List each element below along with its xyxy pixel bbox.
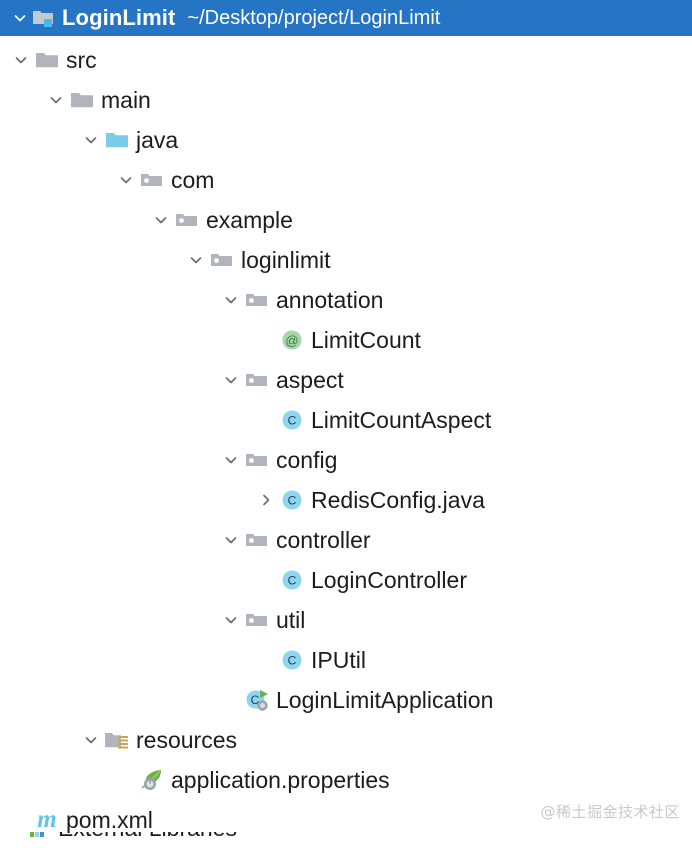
- chevron-down-icon[interactable]: [78, 720, 104, 760]
- java-class-icon: C: [279, 407, 305, 433]
- tree-row[interactable]: example: [0, 200, 692, 240]
- tree-row[interactable]: C RedisConfig.java: [0, 480, 692, 520]
- package-folder-icon: [174, 207, 200, 233]
- tree-row-label: LoginLimitApplication: [276, 686, 494, 713]
- twisty-placeholder: [253, 320, 279, 360]
- twisty-placeholder: [253, 400, 279, 440]
- maven-icon: m: [34, 807, 60, 833]
- spring-boot-main-class-icon: C: [244, 687, 270, 713]
- tree-row-label: aspect: [276, 366, 344, 393]
- twisty-placeholder: [253, 560, 279, 600]
- tree-row-label: IPUtil: [311, 646, 366, 673]
- tree-row[interactable]: loginlimit: [0, 240, 692, 280]
- tree-row[interactable]: @ LimitCount: [0, 320, 692, 360]
- tree-row-label: util: [276, 606, 306, 633]
- chevron-down-icon[interactable]: [218, 600, 244, 640]
- package-folder-icon: [244, 367, 270, 393]
- java-class-icon: C: [279, 647, 305, 673]
- chevron-down-icon[interactable]: [8, 40, 34, 80]
- chevron-down-icon[interactable]: [78, 120, 104, 160]
- tree-row[interactable]: application.properties: [0, 760, 692, 800]
- source-root-folder-icon: [104, 127, 130, 153]
- tree-row[interactable]: util: [0, 600, 692, 640]
- tree-row-label: src: [66, 46, 97, 73]
- maven-m-glyph: m: [37, 805, 57, 833]
- clipped-tree-row[interactable]: External Libraries: [0, 832, 692, 848]
- tree-row-label: config: [276, 446, 338, 473]
- tree-row[interactable]: C IPUtil: [0, 640, 692, 680]
- tree-row-label: application.properties: [171, 766, 390, 793]
- tree-row[interactable]: config: [0, 440, 692, 480]
- svg-text:C: C: [251, 693, 260, 707]
- tree-row[interactable]: java: [0, 120, 692, 160]
- tree-row[interactable]: com: [0, 160, 692, 200]
- tree-row[interactable]: m pom.xml: [0, 800, 692, 840]
- tree-row[interactable]: aspect: [0, 360, 692, 400]
- tree-row-label: RedisConfig.java: [311, 486, 485, 513]
- tree-row-label: main: [101, 86, 151, 113]
- svg-text:C: C: [288, 654, 297, 668]
- project-root-row[interactable]: LoginLimit ~/Desktop/project/LoginLimit: [0, 0, 692, 36]
- tree-row-label: example: [206, 206, 293, 233]
- package-folder-icon: [244, 447, 270, 473]
- chevron-down-icon[interactable]: [218, 440, 244, 480]
- chevron-down-icon[interactable]: [148, 200, 174, 240]
- folder-icon: [69, 87, 95, 113]
- project-path: ~/Desktop/project/LoginLimit: [187, 6, 441, 29]
- chevron-down-icon[interactable]: [43, 80, 69, 120]
- package-folder-icon: [244, 527, 270, 553]
- svg-text:C: C: [288, 574, 297, 588]
- spring-properties-icon: [139, 767, 165, 793]
- tree-row[interactable]: src: [0, 40, 692, 80]
- project-folder-icon: [32, 7, 54, 29]
- chevron-down-icon[interactable]: [113, 160, 139, 200]
- tree-row-label: controller: [276, 526, 371, 553]
- tree-row-label: LimitCount: [311, 326, 421, 353]
- annotation-icon: @: [279, 327, 305, 353]
- folder-icon: [34, 47, 60, 73]
- package-folder-icon: [139, 167, 165, 193]
- tree-row-label: LoginController: [311, 566, 467, 593]
- chevron-down-icon[interactable]: [8, 0, 32, 36]
- java-class-icon: C: [279, 487, 305, 513]
- java-class-icon: C: [279, 567, 305, 593]
- chevron-down-icon[interactable]: [218, 280, 244, 320]
- tree-row[interactable]: controller: [0, 520, 692, 560]
- svg-text:C: C: [288, 494, 297, 508]
- twisty-placeholder: [113, 760, 139, 800]
- external-libraries-icon: [26, 832, 52, 841]
- twisty-placeholder: [218, 680, 244, 720]
- svg-text:C: C: [288, 414, 297, 428]
- tree-row-label: LimitCountAspect: [311, 406, 492, 433]
- tree-row[interactable]: C LimitCountAspect: [0, 400, 692, 440]
- chevron-down-icon[interactable]: [218, 520, 244, 560]
- tree-row-label: java: [136, 126, 179, 153]
- tree-row-label: resources: [136, 726, 237, 753]
- watermark-text: @稀土掘金技术社区: [540, 803, 680, 821]
- tree-row[interactable]: C LoginController: [0, 560, 692, 600]
- tree-row-label: pom.xml: [66, 806, 153, 833]
- twisty-placeholder: [253, 640, 279, 680]
- tree-row[interactable]: annotation: [0, 280, 692, 320]
- tree-row[interactable]: C LoginLimitApplication: [0, 680, 692, 720]
- package-folder-icon: [209, 247, 235, 273]
- package-folder-icon: [244, 607, 270, 633]
- chevron-right-icon[interactable]: [253, 480, 279, 520]
- project-name: LoginLimit: [62, 5, 176, 30]
- tree-row-label: com: [171, 166, 215, 193]
- chevron-down-icon[interactable]: [183, 240, 209, 280]
- tree-row-label: annotation: [276, 286, 384, 313]
- resource-root-folder-icon: [104, 727, 130, 753]
- chevron-down-icon[interactable]: [218, 360, 244, 400]
- svg-text:@: @: [285, 333, 298, 348]
- package-folder-icon: [244, 287, 270, 313]
- tree-row[interactable]: resources: [0, 720, 692, 760]
- tree-row-label: loginlimit: [241, 246, 331, 273]
- tree-row[interactable]: main: [0, 80, 692, 120]
